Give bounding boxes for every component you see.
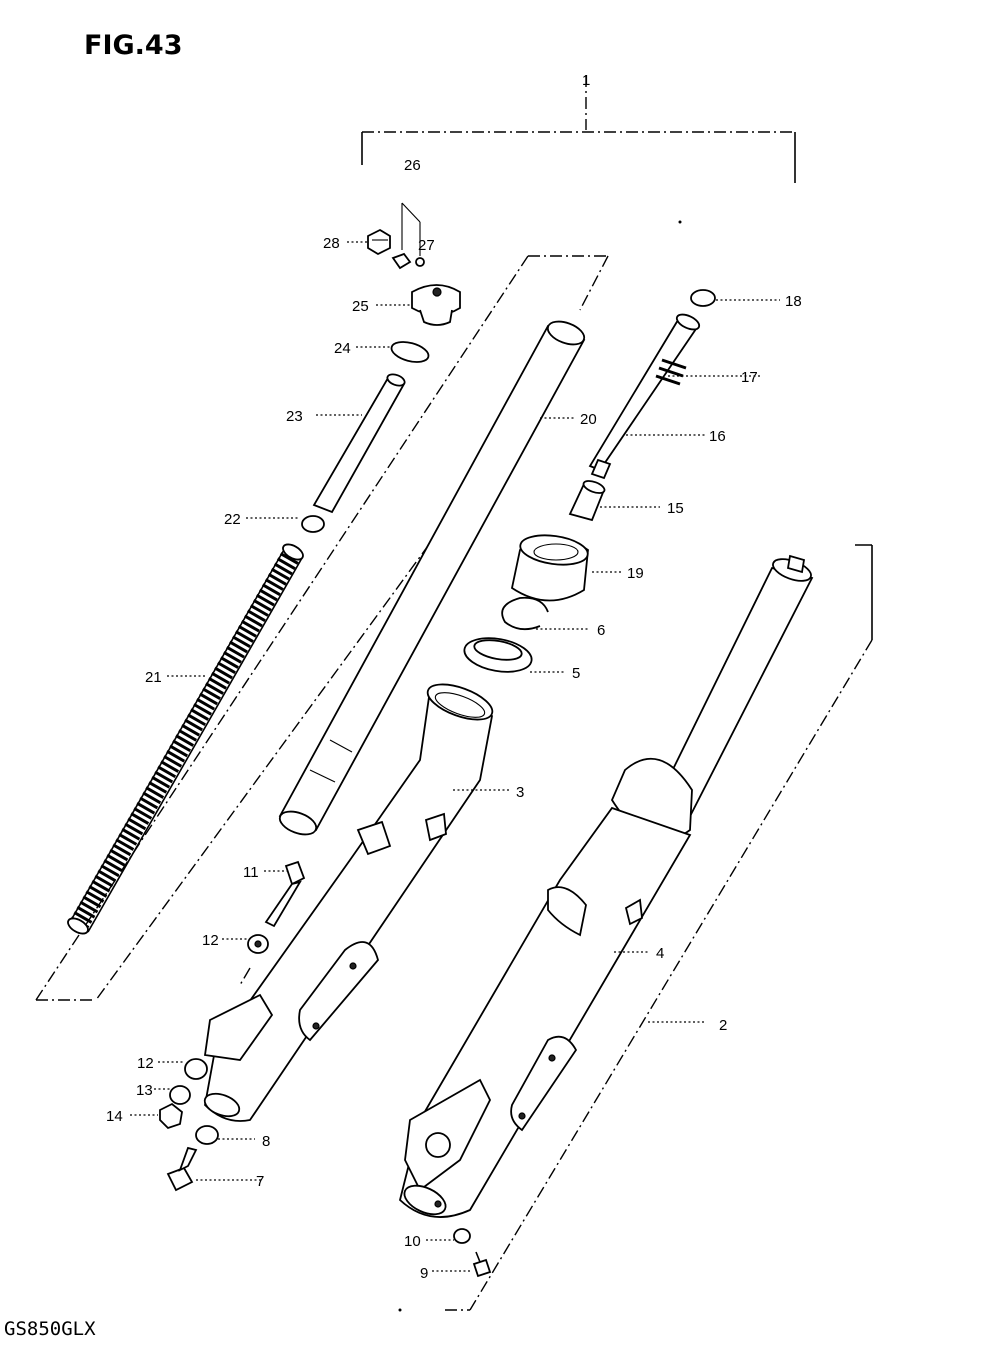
callout-13: 13 <box>136 1082 153 1099</box>
part-3-outer-tube-left <box>203 683 494 1122</box>
part-12-washer-bottom <box>184 1058 208 1080</box>
part-20-inner-tube <box>278 320 586 836</box>
callout-21: 21 <box>145 669 162 686</box>
callout-1: 1 <box>582 72 590 89</box>
stray-dot <box>678 220 682 224</box>
part-8-gasket <box>195 1125 219 1145</box>
part-14-nut <box>159 1102 183 1130</box>
callout-17: 17 <box>741 369 758 386</box>
callout-25: 25 <box>352 298 369 315</box>
part-19-dust-seal <box>510 534 589 602</box>
callout-27: 27 <box>418 237 435 254</box>
callout-6: 6 <box>597 622 605 639</box>
part-6-circlip <box>501 596 549 631</box>
part-16-damper-rod <box>588 313 701 480</box>
part-24-o-ring <box>390 341 430 363</box>
callout-5: 5 <box>572 665 580 682</box>
part-22-washer <box>301 515 325 533</box>
callout-24: 24 <box>334 340 351 357</box>
callout-8: 8 <box>262 1133 270 1150</box>
callout-3: 3 <box>516 784 524 801</box>
outer-tube-enclosure <box>445 544 873 1311</box>
leader-lines <box>130 241 780 1272</box>
callout-7: 7 <box>256 1173 264 1190</box>
part-10-washer <box>453 1228 471 1244</box>
part-21-fork-spring <box>67 543 304 935</box>
callout-12-bottom: 12 <box>137 1055 154 1072</box>
part-15-damper-seat <box>568 480 606 522</box>
part-2-fork-assembly-right <box>398 554 814 1218</box>
stray-dot <box>398 1308 402 1312</box>
callout-10: 10 <box>404 1233 421 1250</box>
part-18-piston-ring <box>690 289 716 307</box>
part-26-air-valve <box>391 202 425 270</box>
callout-16: 16 <box>709 428 726 445</box>
callout-2: 2 <box>719 1017 727 1034</box>
part-28-drain-bolt <box>367 228 391 256</box>
callout-4: 4 <box>656 945 664 962</box>
callout-19: 19 <box>627 565 644 582</box>
part-7-bolt <box>166 1146 198 1192</box>
part-13-lock-washer <box>169 1085 191 1105</box>
callout-14: 14 <box>106 1108 123 1125</box>
figure-title: FIG.43 <box>84 30 183 61</box>
callout-23: 23 <box>286 408 303 425</box>
part-25-fork-cap <box>411 284 461 326</box>
part-9-screw <box>472 1251 492 1278</box>
callout-20: 20 <box>580 411 597 428</box>
bracket-assembly-1 <box>361 75 796 183</box>
callout-labels: 1 2 3 4 5 6 7 8 9 10 11 12 12 13 14 15 1… <box>106 72 802 1282</box>
part-11-bolt <box>264 860 306 928</box>
part-23-spacer-tube <box>312 373 406 514</box>
callout-26: 26 <box>404 157 421 174</box>
part-5-oil-seal <box>463 637 533 673</box>
callout-22: 22 <box>224 511 241 528</box>
callout-18: 18 <box>785 293 802 310</box>
callout-28: 28 <box>323 235 340 252</box>
callout-11: 11 <box>243 864 259 881</box>
callout-15: 15 <box>667 500 684 517</box>
callout-9: 9 <box>420 1265 428 1282</box>
model-code: GS850GLX <box>4 1318 96 1340</box>
callout-12-top: 12 <box>202 932 219 949</box>
